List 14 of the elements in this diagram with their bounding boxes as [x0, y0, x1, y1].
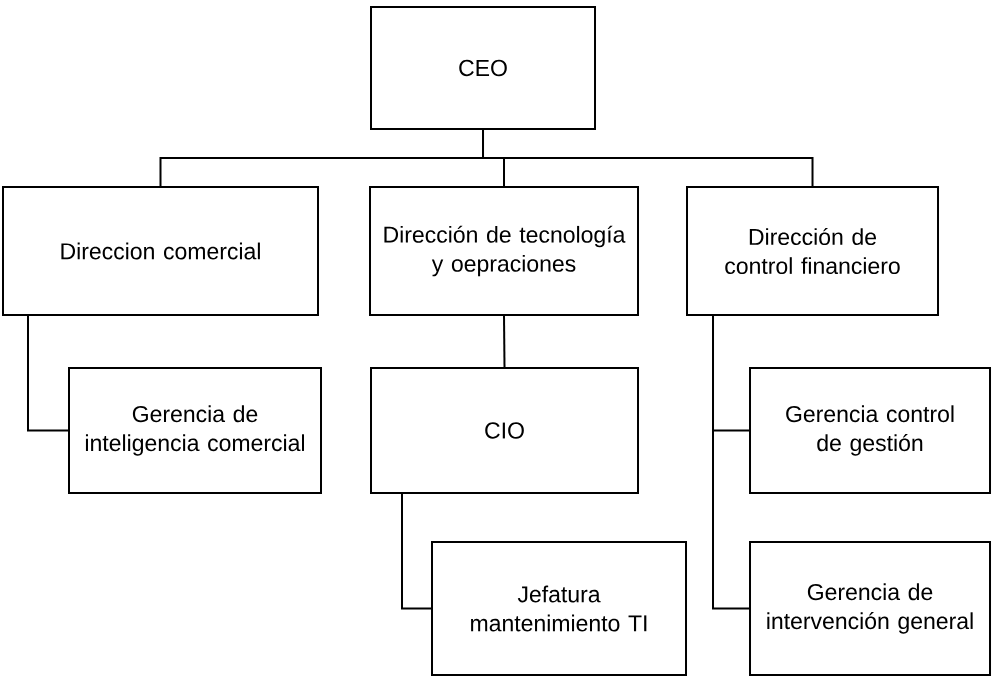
org-box: CIO: [370, 367, 639, 494]
org-box: Jefatura mantenimiento TI: [431, 541, 687, 676]
connector-line: [482, 129, 814, 187]
org-box: Direccion comercial: [2, 186, 319, 316]
connector-line: [503, 315, 506, 368]
connector-line: [27, 314, 69, 432]
connector-line: [401, 492, 432, 610]
org-box: CEO: [370, 6, 596, 130]
org-box: Gerencia control de gestión: [749, 367, 991, 494]
org-box: Dirección de control financiero: [686, 186, 939, 316]
org-box: Gerencia de inteligencia comercial: [68, 367, 322, 494]
org-box: Gerencia de intervención general: [749, 541, 991, 676]
org-box: Dirección de tecnología y oepraciones: [369, 186, 639, 316]
connector-line: [712, 314, 750, 610]
